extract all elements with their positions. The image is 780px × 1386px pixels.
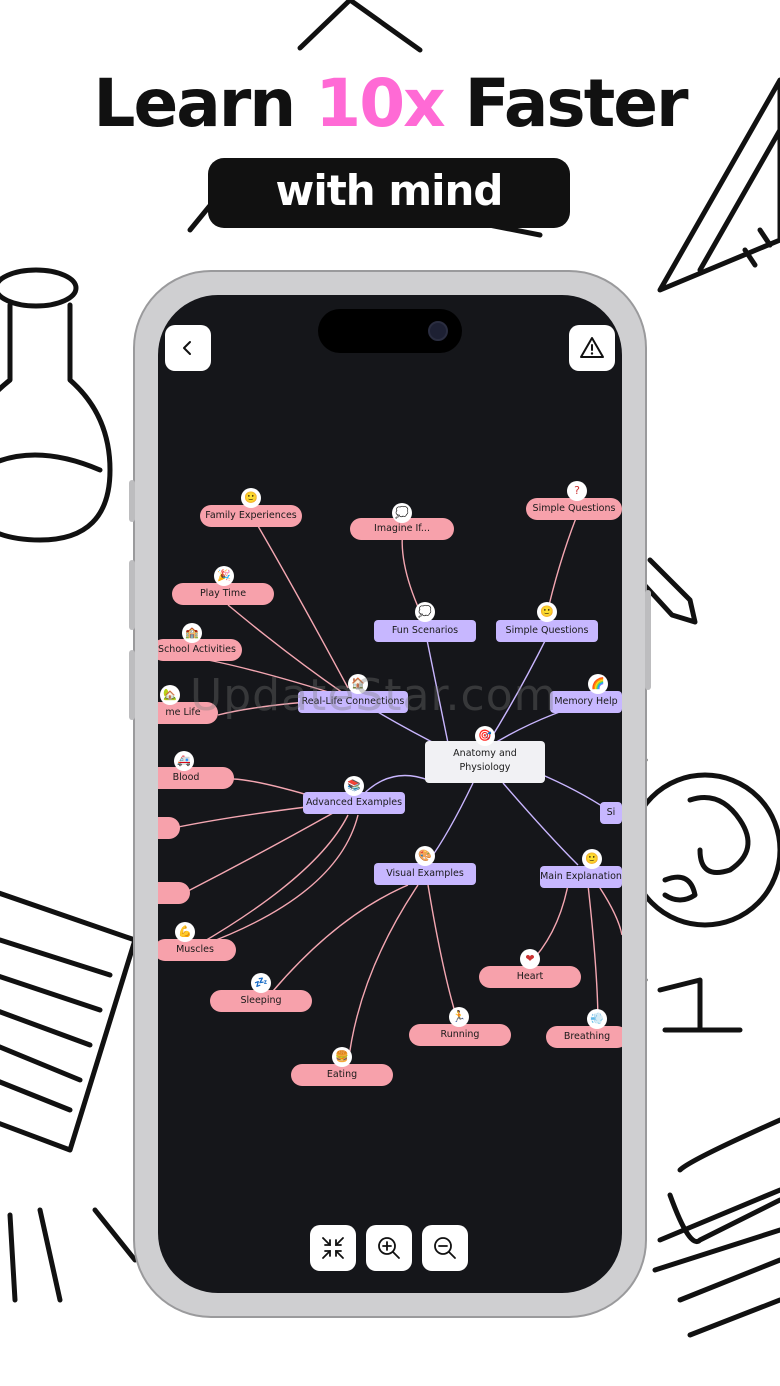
report-button[interactable]: [569, 325, 615, 371]
branch-node-si[interactable]: Si: [600, 802, 622, 824]
leaf-node-simple-questions[interactable]: Simple Questions: [526, 498, 622, 520]
branch-node-advanced-examples[interactable]: Advanced Examples: [303, 792, 405, 814]
leaf-node-blood[interactable]: Blood: [158, 767, 234, 789]
leaf-node-running[interactable]: Running: [409, 1024, 511, 1046]
emoji-badge: 🙂: [241, 488, 261, 508]
emoji-badge: 💨: [587, 1009, 607, 1029]
dynamic-island: [318, 309, 462, 353]
branch-node-fun-scenarios[interactable]: Fun Scenarios: [374, 620, 476, 642]
app-screen: Anatomy and Physiology 🎯 Fun Scenarios S…: [158, 295, 622, 1293]
leaf-node-play-time[interactable]: Play Time: [172, 583, 274, 605]
leaf-node-heart[interactable]: Heart: [479, 966, 581, 988]
emoji-badge: 💭: [392, 503, 412, 523]
chevron-left-icon: [183, 341, 191, 355]
back-button[interactable]: [165, 325, 211, 371]
emoji-badge: 🎨: [415, 846, 435, 866]
phone-side-button: [129, 560, 135, 630]
emoji-badge: 🏠: [348, 674, 368, 694]
emoji-badge: 🚑: [174, 751, 194, 771]
emoji-badge: 🙂: [537, 602, 557, 622]
branch-node-visual-examples[interactable]: Visual Examples: [374, 863, 476, 885]
fit-view-button[interactable]: [310, 1225, 356, 1271]
front-camera: [428, 321, 448, 341]
emoji-badge: 💤: [251, 973, 271, 993]
emoji-badge: 🌈: [588, 674, 608, 694]
emoji-badge: ❤: [520, 949, 540, 969]
collapse-icon: [322, 1237, 344, 1259]
emoji-badge: ?: [567, 481, 587, 501]
leaf-node-unlabeled-1[interactable]: [158, 817, 180, 839]
headline-part2: Faster: [443, 65, 689, 142]
central-node-line2: Physiology: [459, 762, 511, 773]
emoji-badge: 🎉: [214, 566, 234, 586]
branch-node-memory-help[interactable]: Memory Help: [550, 691, 622, 713]
leaf-node-muscles[interactable]: Muscles: [158, 939, 236, 961]
emoji-badge: 🏫: [182, 623, 202, 643]
branch-node-simple-questions[interactable]: Simple Questions: [496, 620, 598, 642]
leaf-node-sleeping[interactable]: Sleeping: [210, 990, 312, 1012]
leaf-node-unlabeled-2[interactable]: [158, 882, 190, 904]
headline-accent: 10x: [315, 65, 445, 142]
phone-side-button: [129, 650, 135, 720]
zoom-out-icon: [434, 1237, 456, 1259]
phone-side-button: [129, 480, 135, 522]
leaf-node-family-experiences[interactable]: Family Experiences: [200, 505, 302, 527]
leaf-node-eating[interactable]: Eating: [291, 1064, 393, 1086]
warning-icon: [580, 337, 604, 358]
central-node-emoji: 🎯: [475, 726, 495, 746]
phone-side-button: [645, 590, 651, 690]
branch-node-main-explanation[interactable]: Main Explanation: [540, 866, 622, 888]
leaf-node-imagine-if[interactable]: Imagine If...: [350, 518, 454, 540]
zoom-in-button[interactable]: [366, 1225, 412, 1271]
leaf-node-home-life[interactable]: me Life: [158, 702, 218, 724]
leaf-node-school-activities[interactable]: School Activities: [158, 639, 242, 661]
zoom-in-icon: [378, 1237, 400, 1259]
emoji-badge: 📚: [344, 776, 364, 796]
branch-node-real-life-connections[interactable]: Real-Life Connections: [298, 691, 408, 713]
headline: Learn 10x Faster: [0, 62, 780, 146]
watermark: UpdateStar.com: [190, 670, 558, 721]
central-node-line1: Anatomy and: [453, 748, 517, 759]
zoom-controls: [310, 1225, 470, 1271]
emoji-badge: 💪: [175, 922, 195, 942]
emoji-badge: 💭: [415, 602, 435, 622]
emoji-badge: 🏡: [160, 685, 180, 705]
zoom-out-button[interactable]: [422, 1225, 468, 1271]
subtitle-pill: with mind maps: [208, 158, 570, 281]
emoji-badge: 🏃: [449, 1007, 469, 1027]
headline-part1: Learn: [93, 65, 316, 142]
emoji-badge: 🍔: [332, 1047, 352, 1067]
emoji-badge: 🙂: [582, 849, 602, 869]
leaf-node-breathing[interactable]: Breathing: [546, 1026, 622, 1048]
mind-map-central-node[interactable]: Anatomy and Physiology: [425, 741, 545, 783]
